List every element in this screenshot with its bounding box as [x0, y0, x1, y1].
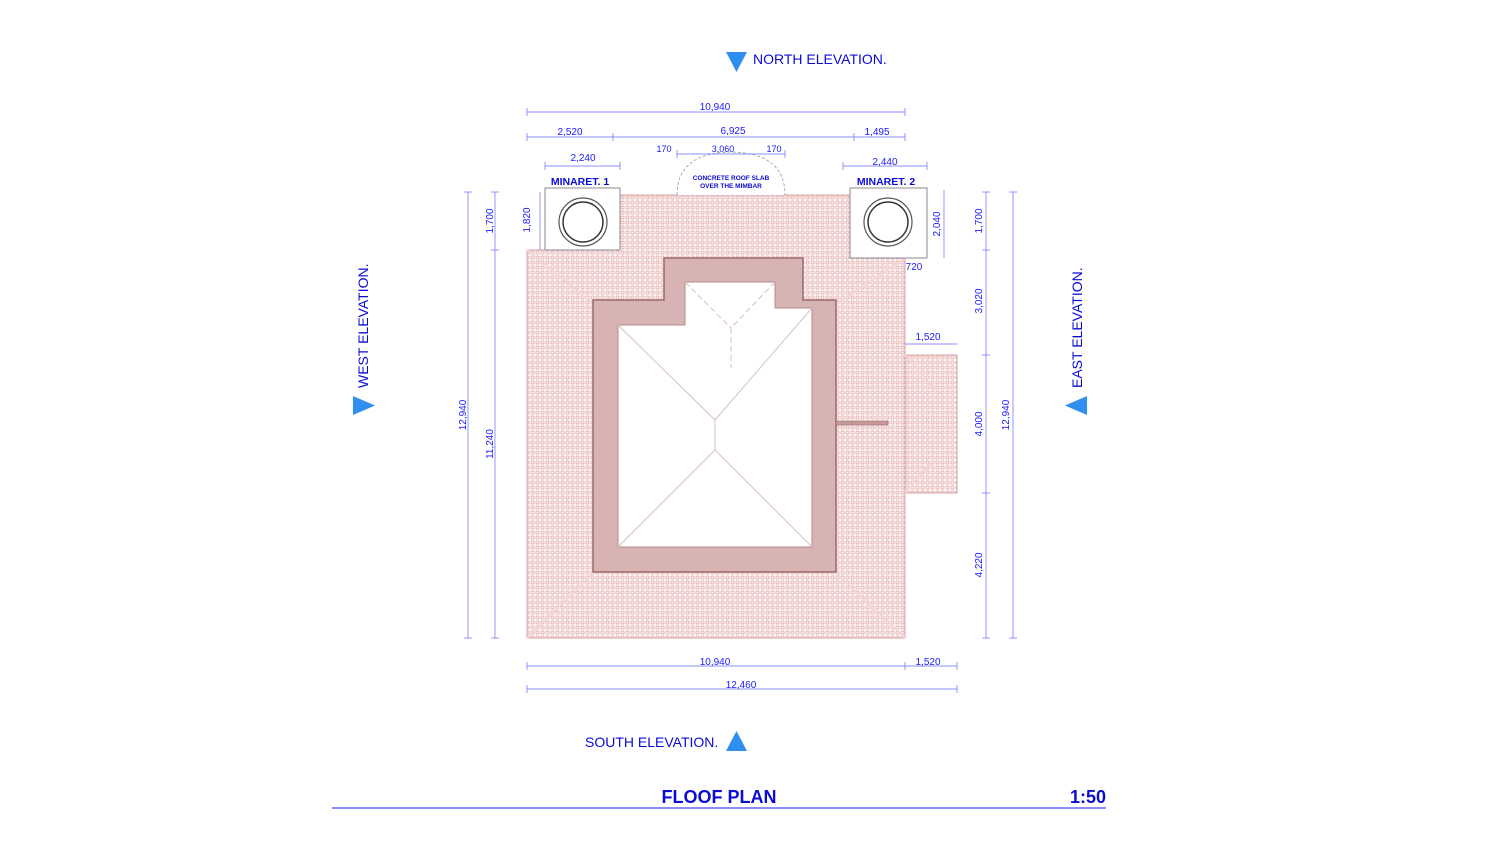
- west-elevation-label: WEST ELEVATION.: [355, 264, 371, 388]
- mimbar-slab: [676, 151, 786, 196]
- dim-top-overall: 10,940: [700, 102, 731, 113]
- dim-minaret2-depth: 2,040: [932, 211, 943, 236]
- minaret-2: [849, 187, 928, 259]
- east-annex-roof: [904, 354, 958, 494]
- dim-minaret2-width: 2,440: [872, 157, 897, 168]
- dim-top-small-mid: 3,060: [712, 144, 735, 154]
- east-arrow-icon: [1065, 396, 1087, 415]
- dim-left-overall: 12,940: [458, 399, 469, 430]
- dim-top-small-right: 170: [766, 144, 781, 154]
- dimension-ticks: [464, 108, 1017, 693]
- mimbar-label-line1: CONCRETE ROOF SLAB: [693, 175, 770, 182]
- dimension-lines: [467, 111, 1014, 690]
- west-arrow-icon: [353, 396, 375, 415]
- dim-right-seg2: 3,020: [974, 288, 985, 313]
- dim-bottom-annex: 1,520: [915, 657, 940, 668]
- north-arrow-icon: [726, 52, 747, 72]
- dim-left-upper: 1,700: [485, 208, 496, 233]
- dim-top-right: 1,495: [864, 127, 889, 138]
- minaret-1: [544, 187, 621, 251]
- dimension-texts: 10,940 2,520 6,925 1,495 170 3,060 170 2…: [458, 102, 1012, 691]
- roof-plan: [526, 151, 958, 639]
- dim-minaret1-depth: 1,820: [522, 207, 533, 232]
- roof-hip-lines: [526, 249, 936, 639]
- dim-right-upper: 1,700: [974, 208, 985, 233]
- upper-roof-hips: [617, 281, 813, 548]
- dim-minaret1-width: 2,240: [570, 153, 595, 164]
- dim-bottom-overall: 12,460: [726, 680, 757, 691]
- annex-beam: [835, 420, 889, 426]
- dim-right-seg3: 4,000: [974, 411, 985, 436]
- dim-top-mid: 6,925: [720, 126, 745, 137]
- plan-title: FLOOF PLAN: [662, 787, 777, 807]
- minaret-1-label: MINARET. 1: [551, 176, 610, 188]
- south-elevation-label: SOUTH ELEVATION.: [585, 734, 718, 750]
- dim-top-left: 2,520: [557, 127, 582, 138]
- south-arrow-icon: [726, 731, 747, 751]
- dim-annex-width: 1,520: [915, 332, 940, 343]
- dim-minaret2-offset: 720: [906, 262, 923, 273]
- minaret-2-label: MINARET. 2: [857, 176, 916, 188]
- dim-right-overall: 12,940: [1001, 399, 1012, 430]
- east-elevation-label: EAST ELEVATION.: [1069, 267, 1085, 388]
- dim-left-main: 11,240: [485, 429, 496, 459]
- plan-scale: 1:50: [1070, 787, 1106, 807]
- north-elevation-label: NORTH ELEVATION.: [753, 51, 887, 67]
- dim-bottom-main: 10,940: [700, 657, 731, 668]
- dim-top-small-left: 170: [656, 144, 671, 154]
- mimbar-label-line2: OVER THE MIMBAR: [700, 183, 762, 190]
- dim-right-seg4: 4,220: [974, 552, 985, 577]
